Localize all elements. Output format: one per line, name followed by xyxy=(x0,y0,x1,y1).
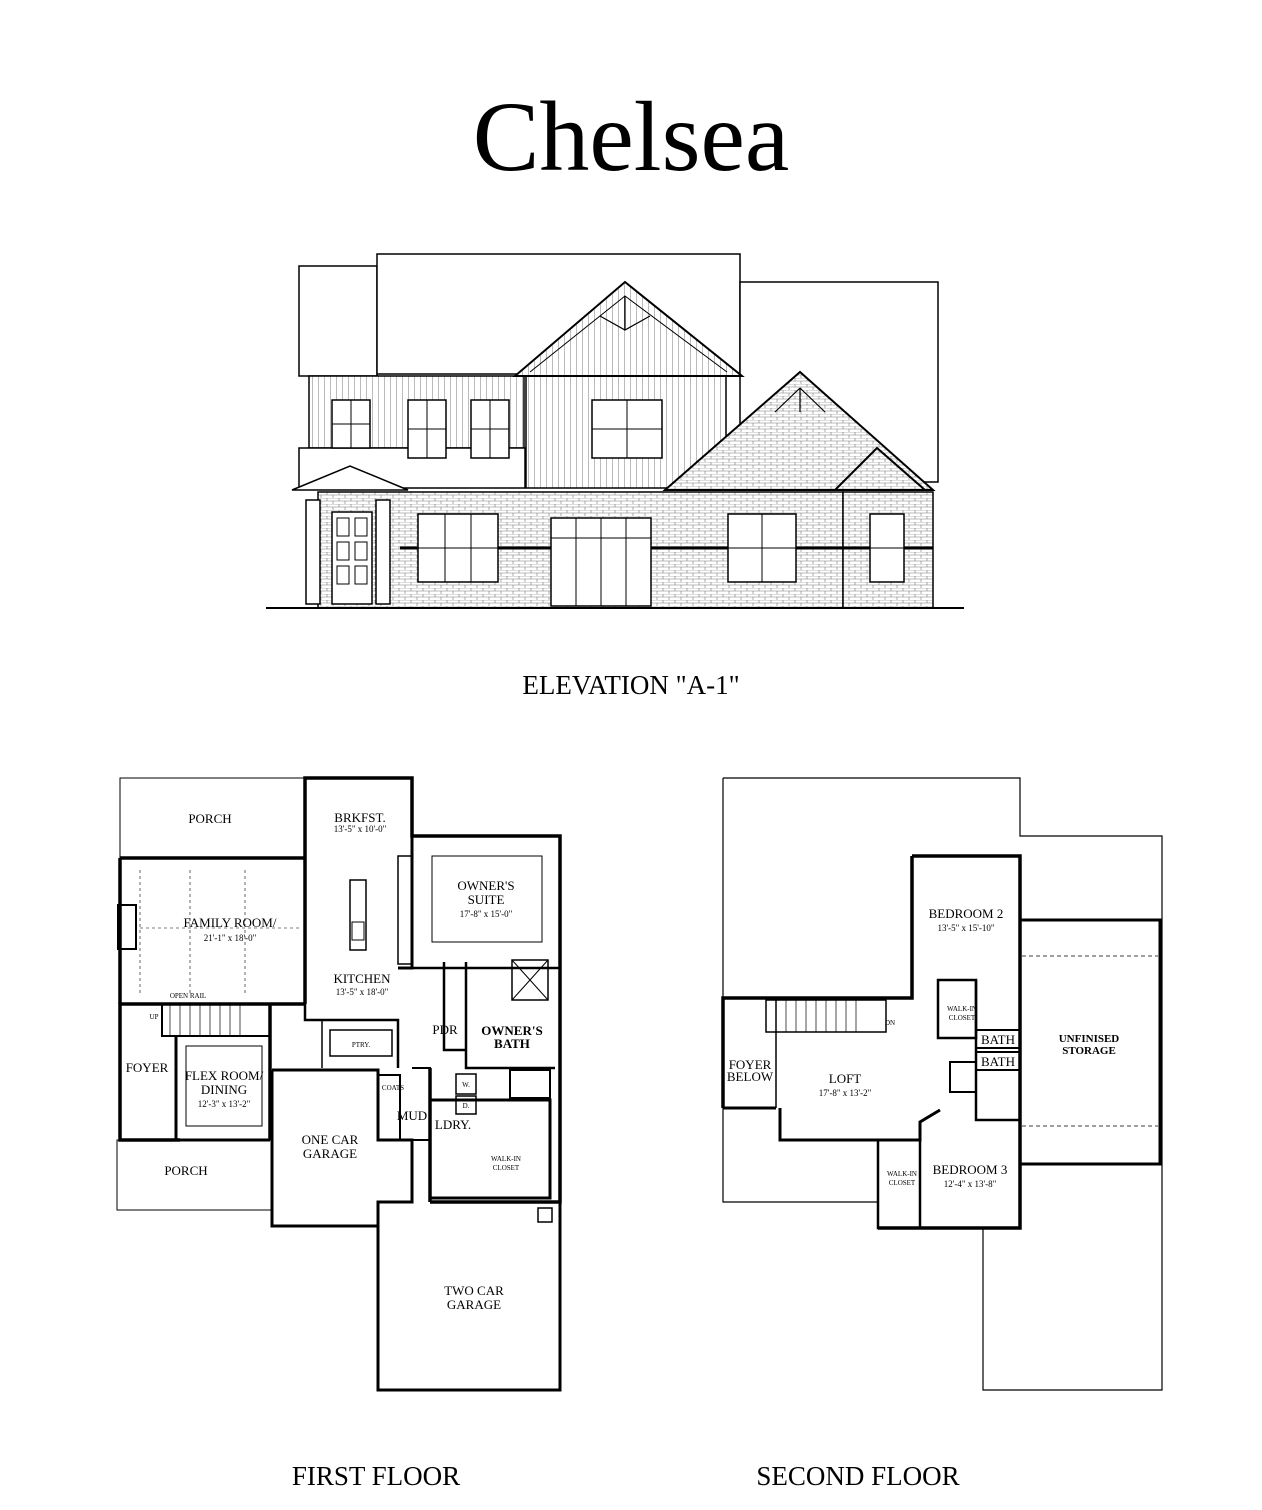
plan-title: Chelsea xyxy=(472,81,790,192)
label-brkfst: BRKFST. xyxy=(334,810,385,825)
label-walkin-a-1: WALK-IN xyxy=(947,1005,977,1013)
label-owners-suite-1: OWNER'S xyxy=(457,878,514,893)
second-floor-labels: BEDROOM 2 13'-5" x 15'-10" WALK-IN CLOSE… xyxy=(727,906,1119,1189)
label-coats: COATS xyxy=(382,1084,404,1092)
label-porch-rear: PORCH xyxy=(188,811,231,826)
label-one-car-2: GARAGE xyxy=(303,1146,357,1161)
label-owners-bath-2: BATH xyxy=(494,1036,530,1051)
label-flex-dim: 12'-3" x 13'-2" xyxy=(198,1099,251,1109)
label-dn: DN xyxy=(885,1019,895,1027)
label-d: D. xyxy=(463,1102,470,1110)
label-bath-2: BATH xyxy=(981,1054,1015,1069)
label-bedroom3: BEDROOM 3 xyxy=(933,1162,1008,1177)
label-ldry: LDRY. xyxy=(435,1117,471,1132)
label-bedroom3-dim: 12'-4" x 13'-8" xyxy=(944,1179,997,1189)
label-family-room: FAMILY ROOM/ xyxy=(184,915,277,930)
label-walkin-2: CLOSET xyxy=(493,1164,520,1172)
label-one-car-1: ONE CAR xyxy=(302,1132,359,1147)
label-up: UP xyxy=(150,1013,159,1021)
label-open-rail: OPEN RAIL xyxy=(170,992,206,1000)
label-loft: LOFT xyxy=(829,1071,862,1086)
label-bedroom2-dim: 13'-5" x 15'-10" xyxy=(937,923,994,933)
label-foyer: FOYER xyxy=(126,1060,169,1075)
label-owners-bath-1: OWNER'S xyxy=(481,1023,542,1038)
label-kitchen: KITCHEN xyxy=(333,971,391,986)
label-foyer-below-1: FOYER xyxy=(729,1057,772,1072)
label-loft-dim: 17'-8" x 13'-2" xyxy=(819,1088,872,1098)
label-bath-1: BATH xyxy=(981,1032,1015,1047)
label-storage-2: STORAGE xyxy=(1062,1045,1116,1057)
label-porch-front: PORCH xyxy=(164,1163,207,1178)
label-bedroom2: BEDROOM 2 xyxy=(929,906,1004,921)
label-flex-2: DINING xyxy=(201,1082,247,1097)
label-pdr: PDR xyxy=(432,1022,458,1037)
label-owners-suite-dim: 17'-8" x 15'-0" xyxy=(460,909,513,919)
label-walkin-b-1: WALK-IN xyxy=(887,1170,917,1178)
label-flex-1: FLEX ROOM/ xyxy=(185,1068,264,1083)
second-floor-caption: SECOND FLOOR xyxy=(756,1461,960,1491)
label-kitchen-dim: 13'-5" x 18'-0" xyxy=(336,987,389,997)
label-brkfst-dim: 13'-5" x 10'-0" xyxy=(334,824,387,834)
label-owners-suite-2: SUITE xyxy=(468,892,505,907)
elevation-caption: ELEVATION "A-1" xyxy=(522,670,740,700)
label-two-car-1: TWO CAR xyxy=(444,1283,504,1298)
first-floor-labels: PORCH BRKFST. 13'-5" x 10'-0" OWNER'S SU… xyxy=(126,810,543,1312)
label-mud: MUD xyxy=(397,1108,427,1123)
label-family-room-dim: 21'-1" x 18'-0" xyxy=(204,933,257,943)
label-walkin-a-2: CLOSET xyxy=(949,1014,976,1022)
label-storage-1: UNFINISED xyxy=(1059,1033,1120,1045)
label-ptry: PTRY. xyxy=(352,1041,371,1049)
first-floor-caption: FIRST FLOOR xyxy=(291,1461,461,1491)
label-walkin-1: WALK-IN xyxy=(491,1155,521,1163)
label-two-car-2: GARAGE xyxy=(447,1297,501,1312)
label-w: W. xyxy=(462,1081,470,1089)
label-foyer-below-2: BELOW xyxy=(727,1069,774,1084)
label-walkin-b-2: CLOSET xyxy=(889,1179,916,1187)
